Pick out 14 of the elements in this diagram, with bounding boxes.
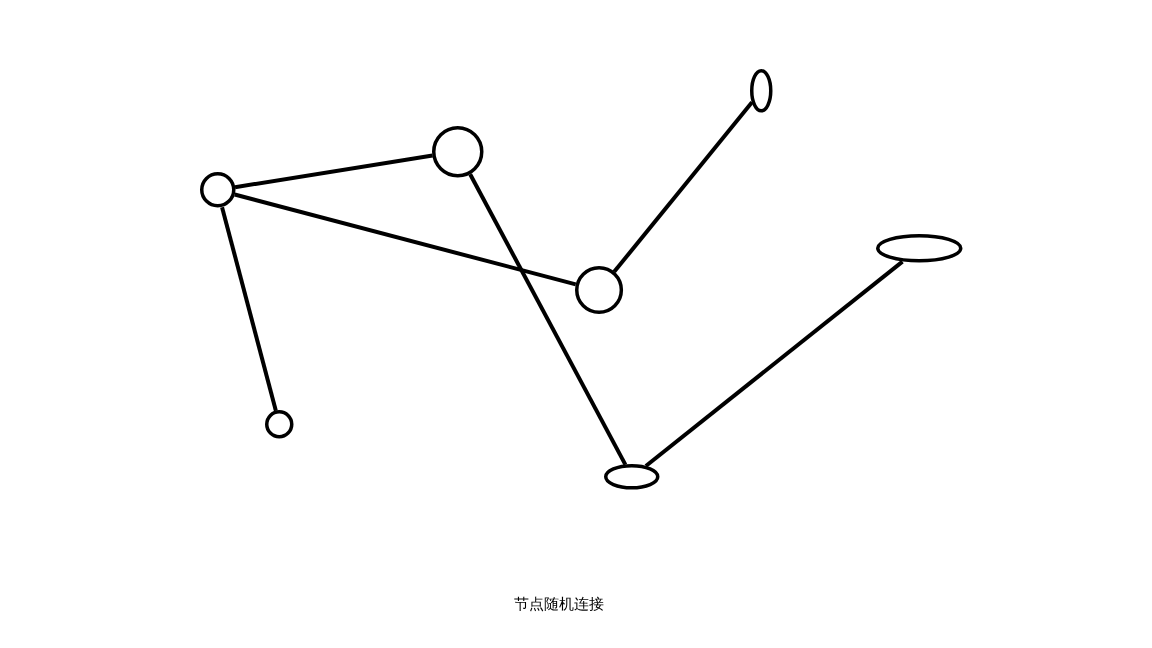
ellipse-node (604, 464, 660, 490)
circle-node (574, 266, 624, 315)
connector-line (220, 206, 278, 412)
circle-node (199, 172, 236, 208)
connector-line (468, 173, 628, 466)
connector-line (644, 260, 904, 468)
connector-line (234, 153, 433, 190)
ellipse-node (875, 234, 963, 263)
circle-node (432, 125, 484, 178)
caption: 节点随机连接 (514, 595, 604, 613)
ellipse-node (750, 68, 773, 113)
connector-line (234, 192, 577, 287)
circle-node (265, 410, 294, 439)
connector-line (612, 100, 754, 274)
